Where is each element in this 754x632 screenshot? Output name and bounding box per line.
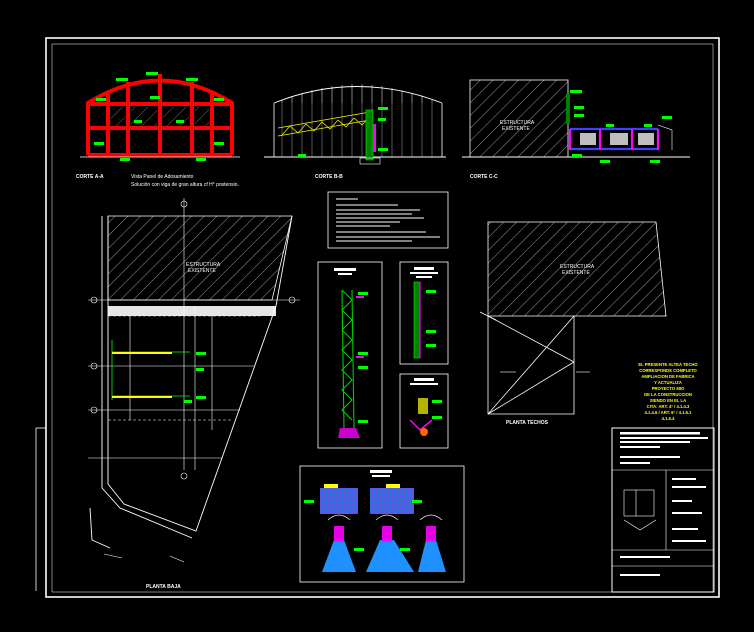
label-estructura-plan: ESTRUCTURA [186, 262, 221, 268]
footing-details [299, 465, 465, 583]
sheet-frame [35, 37, 720, 598]
label-planta-techos: PLANTA TECHOS [506, 420, 549, 426]
connection-detail-lower [399, 373, 449, 449]
section-a-a-elevation: CORTE A-A Vista Panel de Adosamiento Sol… [76, 72, 240, 188]
label-corte-c: CORTE C-C [470, 174, 498, 180]
notice-line-5: PROYECTO MIO [652, 386, 685, 391]
notes-box [327, 191, 449, 249]
notice-line-4: Y ACTUALIZA [654, 380, 682, 385]
label-existente-top: EXISTENTE [502, 126, 530, 132]
truss-column-detail [317, 261, 383, 449]
connection-detail-upper [399, 261, 449, 365]
label-vista-panel: Vista Panel de Adosamiento [131, 174, 194, 180]
section-c-c-elevation: ESTRUCTURA EXISTENTE CORTE C-C [462, 79, 690, 180]
roof-plan: ESTRUCTURA EXISTENTE PLANTA TECHOS [479, 221, 667, 426]
notice-line-6: DE LA CONSTRUCCION [644, 392, 692, 397]
notice-line-9: 4.1.4.6 / ART. 6° / 4.1.6.1 [645, 410, 693, 415]
municipal-notice: EL PRESENTE ALTEA TECHO CORRESPONDE COMP… [638, 362, 698, 421]
label-existente-right: EXISTENTE [562, 270, 590, 276]
label-planta-baja: PLANTA BAJA [146, 584, 181, 590]
label-estructura-right: ESTRUCTURA [560, 264, 595, 270]
notice-line-7: SIENDO EN EL LA [650, 398, 686, 403]
notice-line-8: CITA: ART. 4° / 4.1.4.3 [647, 404, 690, 409]
label-existente-plan: EXISTENTE [188, 268, 216, 274]
label-solucion-viga: Soluciòn con viga de gran altura cf H° p… [131, 182, 239, 188]
section-b-b-elevation: CORTE B-B [264, 84, 446, 180]
label-corte-a: CORTE A-A [76, 174, 104, 180]
label-estructura-top: ESTRUCTURA [500, 120, 535, 126]
notice-line-2: CORRESPONDE COMPLETO [639, 368, 697, 373]
notice-line-10: 4.1.6.4 [662, 416, 675, 421]
notice-line-1: EL PRESENTE ALTEA TECHO [638, 362, 698, 367]
notice-line-3: AMPLIACION DE FABRICA [641, 374, 694, 379]
ground-floor-plan: ESTRUCTURA EXISTENTE [88, 198, 300, 590]
label-corte-b: CORTE B-B [315, 174, 343, 180]
title-block [611, 427, 715, 593]
